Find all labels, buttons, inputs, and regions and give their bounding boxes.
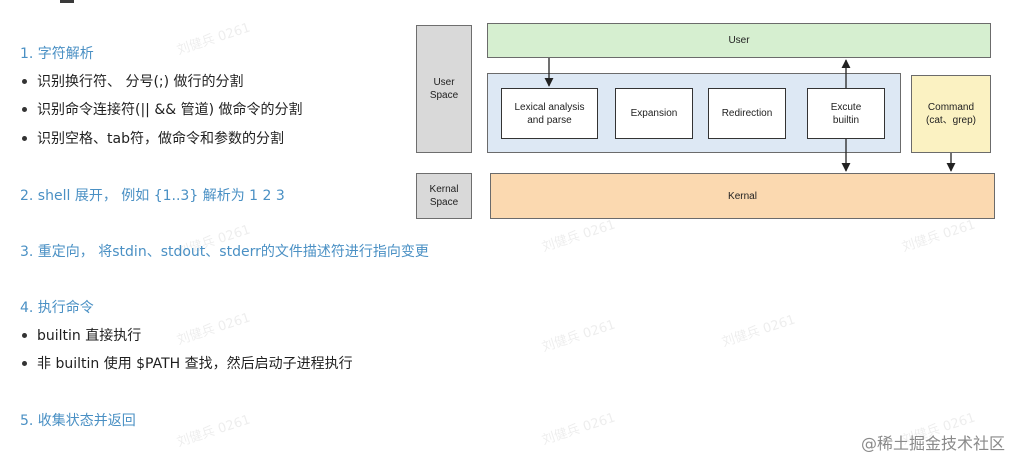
step-3-heading: 3. 重定向， 将stdin、stdout、stderr的文件描述符进行指向变更 xyxy=(20,244,429,260)
bullet-dot-icon xyxy=(22,360,27,366)
bullet-text: builtin 直接执行 xyxy=(37,328,142,344)
expansion-box: Expansion xyxy=(615,88,693,139)
step-label-line: and parse xyxy=(527,114,572,126)
step-4-bullet: builtin 直接执行 xyxy=(22,326,141,346)
kernel-space-box: Kernal Space xyxy=(416,173,472,219)
step-label-line: Excute xyxy=(830,101,862,113)
command-label-line: Command xyxy=(927,102,975,113)
watermark: 刘健兵 0261 xyxy=(175,310,253,349)
user-space-label-line: Space xyxy=(429,90,459,101)
step-1-bullet: 识别空格、tab符，做命令和参数的分割 xyxy=(22,129,284,149)
user-space-box: User Space xyxy=(416,25,472,153)
bullet-text: 非 builtin 使用 $PATH 查找，然后启动子进程执行 xyxy=(37,356,353,372)
step-label-line: builtin xyxy=(832,114,860,126)
step-label-line: Expansion xyxy=(630,108,678,119)
user-label: User xyxy=(728,35,750,46)
header-fragment xyxy=(60,0,74,3)
site-watermark: @稀土掘金技术社区 xyxy=(860,434,1005,453)
step-2-heading: 2. shell 展开， 例如 {1..3} 解析为 1 2 3 xyxy=(20,188,285,204)
bullet-dot-icon xyxy=(22,106,27,112)
execute-builtin-box: Excute builtin xyxy=(807,88,885,139)
bullet-dot-icon xyxy=(22,135,27,141)
watermark: 刘健兵 0261 xyxy=(540,317,618,356)
step-5-heading: 5. 收集状态并返回 xyxy=(20,413,136,429)
step-1-bullet: 识别命令连接符(|| && 管道) 做命令的分割 xyxy=(22,100,303,120)
step-1-bullet: 识别换行符、 分号(;) 做行的分割 xyxy=(22,72,244,92)
kernel-space-label-line: Kernal xyxy=(429,184,459,195)
kernel-space-label-line: Space xyxy=(429,197,459,208)
step-1-heading: 1. 字符解析 xyxy=(20,46,94,62)
step-4-heading: 4. 执行命令 xyxy=(20,300,94,316)
bullet-text: 识别命令连接符(|| && 管道) 做命令的分割 xyxy=(37,102,303,118)
watermark: 刘健兵 0261 xyxy=(540,217,618,256)
bullet-text: 识别换行符、 分号(;) 做行的分割 xyxy=(37,74,244,90)
watermark: 刘健兵 0261 xyxy=(540,410,618,449)
bullet-text: 识别空格、tab符，做命令和参数的分割 xyxy=(37,131,284,147)
watermark: 刘健兵 0261 xyxy=(175,412,253,451)
lexical-analysis-box: Lexical analysis and parse xyxy=(501,88,598,139)
redirection-box: Redirection xyxy=(708,88,786,139)
kernel-label: Kernal xyxy=(728,190,757,202)
step-4-bullet: 非 builtin 使用 $PATH 查找，然后启动子进程执行 xyxy=(22,354,353,374)
user-box: User xyxy=(487,23,991,58)
bullet-dot-icon xyxy=(22,78,27,84)
watermark: 刘健兵 0261 xyxy=(900,217,978,256)
bullet-dot-icon xyxy=(22,332,27,338)
watermark: 刘健兵 0261 xyxy=(175,20,253,59)
command-box: Command (cat、grep) xyxy=(911,75,991,153)
step-label-line: Lexical analysis xyxy=(514,101,585,113)
user-space-label-line: User xyxy=(433,77,455,88)
kernel-box: Kernal xyxy=(490,173,995,219)
watermark: 刘健兵 0261 xyxy=(720,312,798,351)
step-label-line: Redirection xyxy=(721,108,773,119)
command-label-line: (cat、grep) xyxy=(925,115,976,126)
